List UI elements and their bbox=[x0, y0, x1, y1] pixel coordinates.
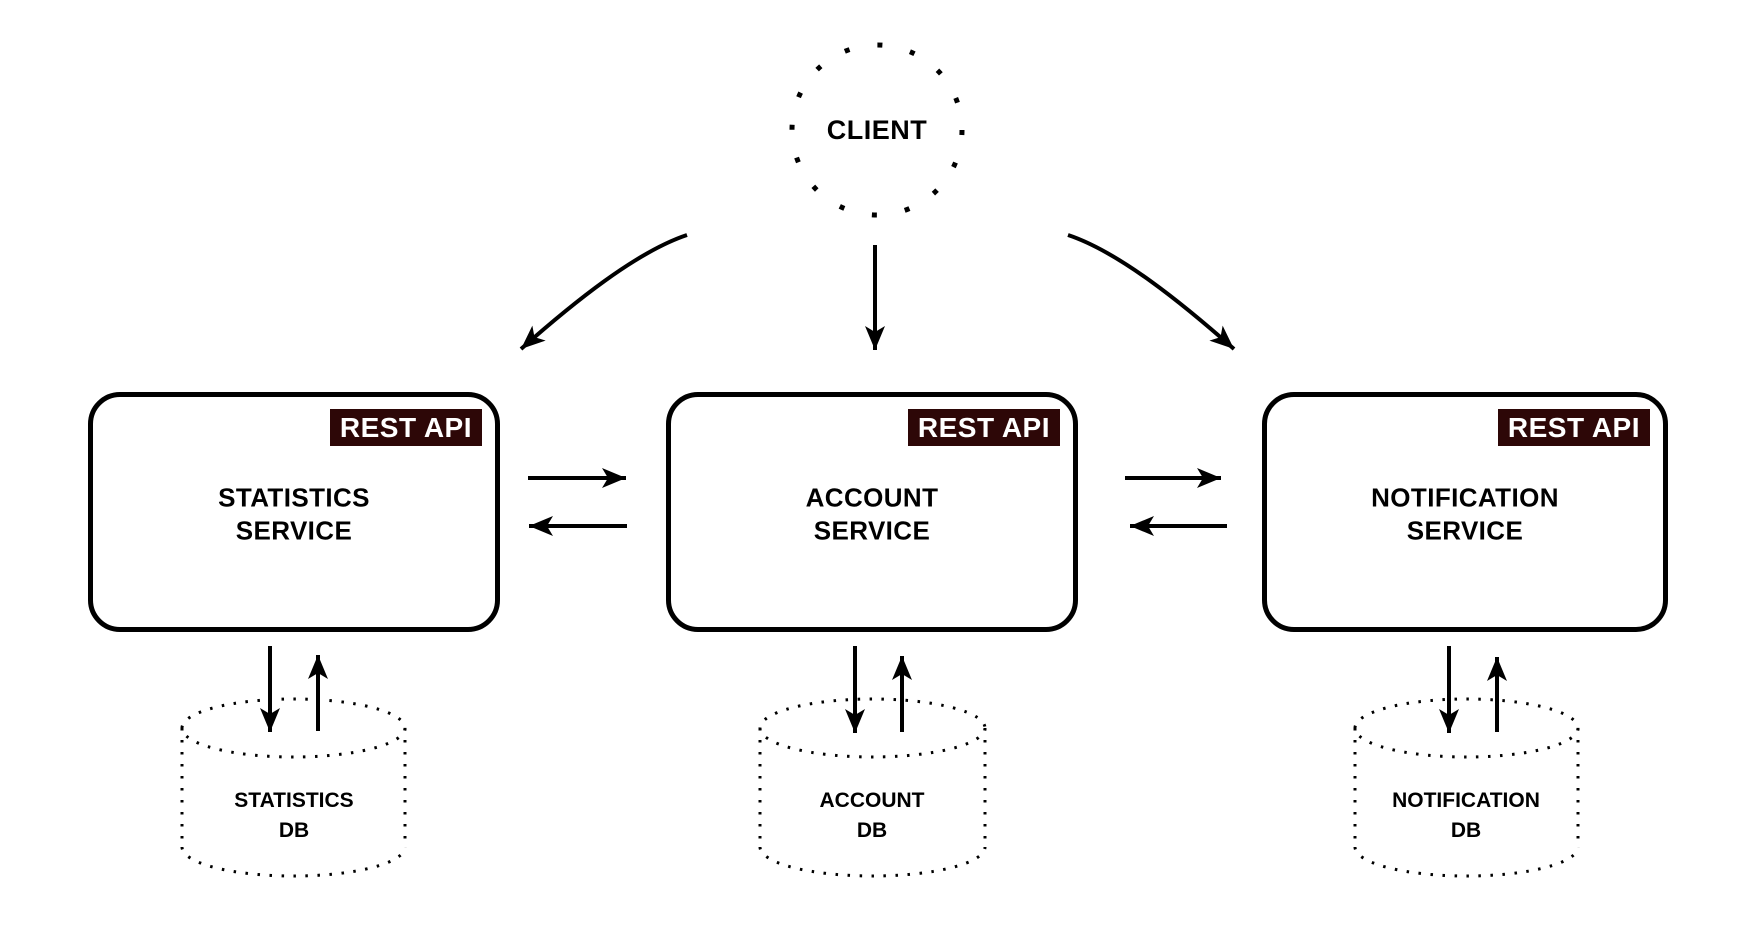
notification-service-box: REST API NOTIFICATION SERVICE bbox=[1262, 392, 1668, 632]
account-db-cylinder bbox=[758, 697, 987, 878]
notification-rest-api-badge: REST API bbox=[1497, 409, 1650, 446]
notification-db-label: NOTIFICATION DB bbox=[1392, 789, 1540, 842]
statistics-service-box: REST API STATISTICS SERVICE bbox=[88, 392, 500, 632]
arrow-client-to-notification-service bbox=[1067, 233, 1236, 351]
statistics-rest-api-badge: REST API bbox=[329, 409, 482, 446]
account-db-label: ACCOUNT DB bbox=[819, 789, 925, 842]
notification-db-cylinder bbox=[1353, 697, 1580, 878]
account-service-box: REST API ACCOUNT SERVICE bbox=[666, 392, 1078, 632]
account-rest-api-badge: REST API bbox=[907, 409, 1060, 446]
client-node-label: CLIENT bbox=[826, 114, 928, 145]
statistics-db-label: STATISTICS DB bbox=[234, 789, 354, 842]
statistics-db-cylinder bbox=[180, 697, 407, 878]
arrow-client-to-statistics-service bbox=[519, 233, 688, 351]
account-service-title: ACCOUNT SERVICE bbox=[805, 482, 939, 546]
statistics-service-title: STATISTICS SERVICE bbox=[218, 482, 370, 546]
client-node-circle bbox=[789, 42, 965, 218]
notification-service-title: NOTIFICATION SERVICE bbox=[1371, 482, 1559, 546]
